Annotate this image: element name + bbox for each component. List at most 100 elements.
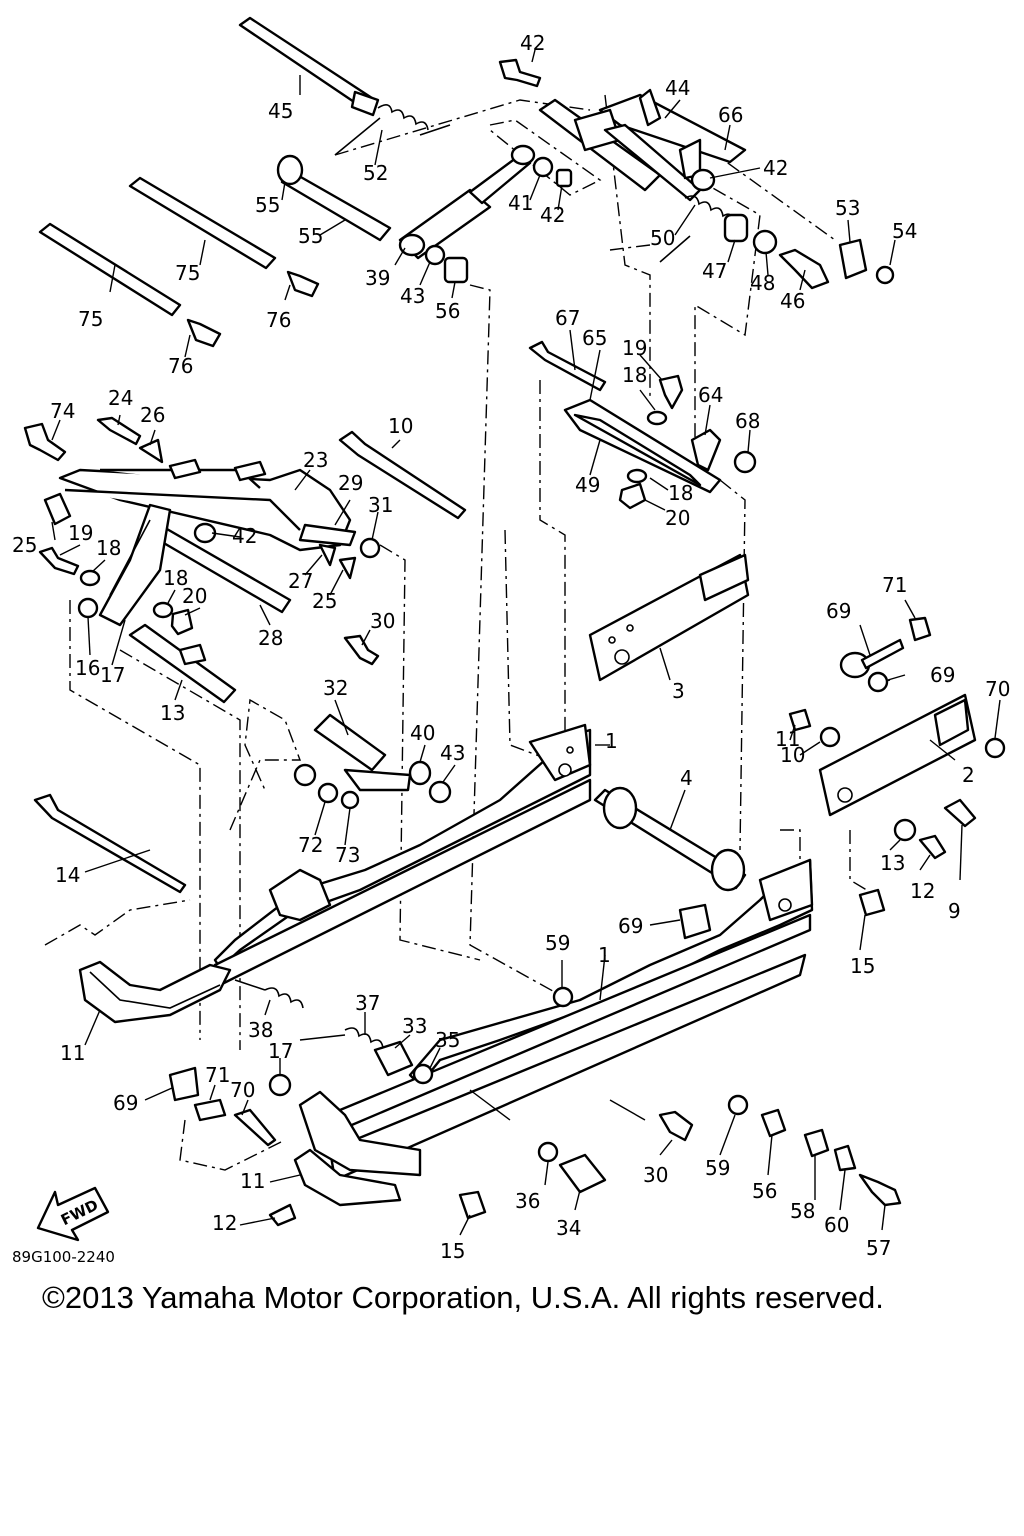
callout-11-upper: 11 — [60, 1041, 85, 1065]
callout-35: 37 — [355, 991, 380, 1015]
reference-code: 89G100-2240 — [12, 1248, 115, 1266]
callout-60: 60 — [824, 1213, 849, 1237]
part-hardware — [168, 616, 1006, 1227]
callout-1-lower: 1 — [598, 943, 611, 967]
callout-31: 32 — [323, 676, 348, 700]
callout-69-right: 69 — [618, 914, 643, 938]
callout-28: 29 — [338, 471, 363, 495]
callout-47: 47 — [702, 259, 727, 283]
callout-33: 34 — [556, 1216, 581, 1240]
callout-15-lower: 15 — [440, 1239, 465, 1263]
part-upper-arm — [538, 88, 895, 290]
callout-45: 45 — [268, 99, 293, 123]
part-shafts — [38, 16, 573, 348]
callout-29: 30 — [643, 1163, 668, 1187]
callout-18-right-top: 18 — [622, 363, 647, 387]
callout-55-top: 55 — [255, 193, 280, 217]
fwd-arrow: FWD — [36, 1186, 110, 1242]
callout-40: 42 — [540, 203, 565, 227]
callout-8: 12 — [910, 879, 935, 903]
callout-11-lower: 11 — [240, 1169, 265, 1193]
callout-16-lower: 17 — [268, 1039, 293, 1063]
callout-65: 68 — [735, 409, 760, 433]
callout-50: 50 — [650, 226, 675, 250]
callout-2: 2 — [962, 763, 975, 787]
callout-34-upper: 35 — [435, 1028, 460, 1052]
callout-14: 14 — [55, 863, 80, 887]
callout-53: 54 — [892, 219, 917, 243]
callout-20-left: 20 — [182, 584, 207, 608]
callout-54: 55 — [298, 224, 323, 248]
callout-17: 17 — [100, 663, 125, 687]
callout-1-upper: 1 — [605, 729, 618, 753]
callout-59-upper: 59 — [545, 931, 570, 955]
callout-labels: 42 44 66 42 45 52 55 55 75 75 76 76 39 4… — [12, 31, 1010, 1263]
part-rear-linkage — [33, 713, 452, 894]
callout-13: 13 — [160, 701, 185, 725]
callout-12: 12 — [212, 1211, 237, 1235]
callout-41: 42 — [520, 31, 545, 55]
callout-64: 67 — [555, 306, 580, 330]
callout-69-left: 69 — [113, 1091, 138, 1115]
part-front-arm — [23, 416, 467, 704]
callout-18-left-b: 18 — [163, 566, 188, 590]
callout-66: 69 — [826, 599, 851, 623]
callout-16-upper: 16 — [75, 656, 100, 680]
callout-21: 23 — [303, 448, 328, 472]
assembly-guide-lines — [44, 94, 891, 1171]
part-rails — [78, 553, 977, 1207]
callout-18-left-a: 18 — [96, 536, 121, 560]
callout-52: 53 — [835, 196, 860, 220]
callout-42-top: 42 — [763, 156, 788, 180]
callout-44: 44 — [665, 76, 690, 100]
callout-75-lower: 75 — [78, 307, 103, 331]
callout-34-lower: 36 — [515, 1189, 540, 1213]
copyright-notice: ©2013 Yamaha Motor Corporation, U.S.A. A… — [42, 1280, 884, 1315]
callout-49: 49 — [575, 473, 600, 497]
callout-61: 64 — [698, 383, 723, 407]
callout-20-right: 20 — [665, 506, 690, 530]
part-rear-arm — [528, 340, 757, 510]
callout-63: 66 — [718, 103, 743, 127]
callout-75-upper: 75 — [175, 261, 200, 285]
callout-7: 11 — [775, 727, 800, 751]
callout-19-right: 19 — [622, 336, 647, 360]
callout-19-left: 19 — [68, 521, 93, 545]
callout-67-upper: 69 — [930, 663, 955, 687]
callout-42-left: 42 — [232, 524, 257, 548]
callout-37: 39 — [365, 266, 390, 290]
callout-39: 41 — [508, 191, 533, 215]
callout-43-mid: 43 — [440, 741, 465, 765]
callout-51: 52 — [363, 161, 388, 185]
callout-76-lower: 76 — [168, 354, 193, 378]
callout-32: 33 — [402, 1014, 427, 1038]
callout-22: 24 — [108, 386, 133, 410]
callout-73: 73 — [335, 843, 360, 867]
callout-30: 31 — [368, 493, 393, 517]
callout-23: 25 — [12, 533, 37, 557]
callout-18-right-bottom: 18 — [668, 481, 693, 505]
callout-57: 57 — [866, 1236, 891, 1260]
callout-38: 40 — [410, 721, 435, 745]
callout-25-upper: 26 — [140, 403, 165, 427]
leader-lines — [51, 49, 1001, 1236]
callout-26: 28 — [258, 626, 283, 650]
callout-68: 71 — [882, 573, 907, 597]
callout-55-mid: 56 — [435, 299, 460, 323]
callout-15-right: 15 — [850, 954, 875, 978]
callout-9: 13 — [880, 851, 905, 875]
callout-25-lower: 27 — [288, 569, 313, 593]
callout-24: 25 — [312, 589, 337, 613]
callout-58: 58 — [790, 1199, 815, 1223]
callout-27: 30 — [370, 609, 395, 633]
callout-4: 4 — [680, 766, 693, 790]
callout-67-right: 70 — [985, 677, 1010, 701]
callout-43-top: 43 — [400, 284, 425, 308]
callout-10: 10 — [388, 414, 413, 438]
callout-6: 10 — [780, 743, 805, 767]
callout-59-lower: 59 — [705, 1156, 730, 1180]
callout-62: 65 — [582, 326, 607, 350]
callout-48: 48 — [750, 271, 775, 295]
callout-5: 9 — [948, 899, 961, 923]
